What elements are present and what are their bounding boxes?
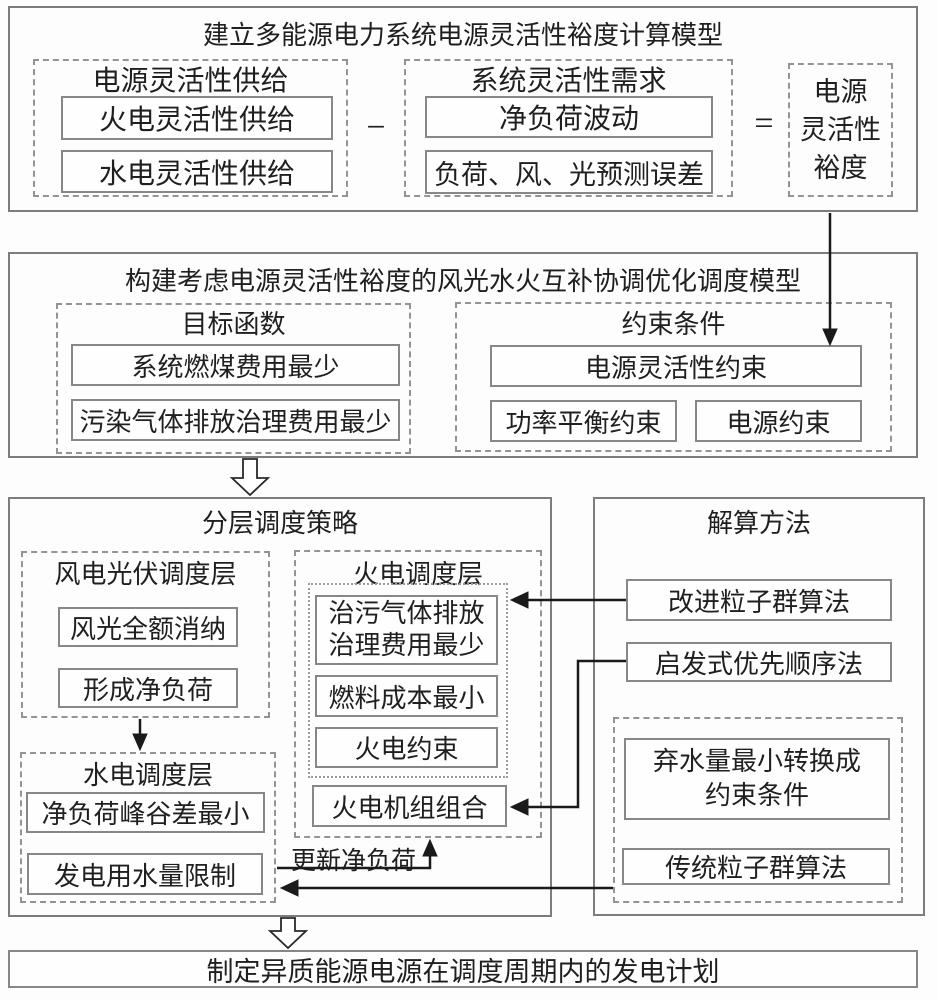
traditional-pso-box: 传统粒子群算法 — [622, 848, 890, 885]
flexibility-supply-group — [33, 59, 348, 197]
thermal-objectives-subgroup — [308, 583, 508, 778]
coal-cost-min-box: 系统燃煤费用最少 — [71, 344, 400, 386]
forecast-error-box: 负荷、风、光预测误差 — [425, 150, 713, 194]
wind-pv-layer-group — [21, 551, 270, 718]
improved-pso-box: 改进粒子群算法 — [626, 579, 892, 621]
hollow-arrow-model-to-strategy — [229, 458, 271, 497]
hollow-arrow-strategy-to-plan — [267, 917, 309, 950]
wind-full-absorption-box: 风光全额消纳 — [58, 607, 238, 647]
section-margin-model-box — [8, 6, 918, 212]
objective-group — [56, 303, 411, 454]
pollution-treatment-cost-box: 治污气体排放 治理费用最少 — [315, 595, 498, 665]
spillage-min-line1: 弃水量最小转换成 — [652, 747, 861, 776]
constraint-group — [455, 302, 892, 452]
pollution-treatment-cost-line1: 治污气体排放 — [328, 599, 485, 628]
pollution-treatment-cost-line2: 治理费用最少 — [328, 631, 485, 660]
spillage-min-constraint-box: 弃水量最小转换成 约束条件 — [624, 738, 890, 820]
flexibility-margin-box: 电源 灵活性 裕度 — [788, 63, 893, 197]
flexibility-margin-line1: 电源 — [813, 77, 868, 107]
hydro-flex-supply-box: 水电灵活性供给 — [61, 150, 333, 193]
minus-operator: − — [366, 109, 386, 146]
generation-plan-box: 制定异质能源电源在调度周期内的发电计划 — [8, 950, 918, 988]
fuel-cost-min-box: 燃料成本最小 — [315, 675, 498, 717]
net-load-fluctuation-box: 净负荷波动 — [425, 96, 713, 138]
thermal-constraint-box: 火电约束 — [315, 727, 498, 768]
hydro-layer-title: 水电调度层 — [82, 760, 213, 790]
section-strategy-title: 分层调度策略 — [201, 508, 358, 538]
update-net-load-label: 更新净负荷 — [291, 848, 417, 875]
hydro-solver-subgroup — [613, 717, 903, 903]
section-dispatch-model-title: 构建考虑电源灵活性裕度的风光水火互补协调优化调度模型 — [124, 266, 801, 296]
section-solver-title: 解算方法 — [706, 508, 811, 538]
source-constraint-box: 电源约束 — [695, 400, 862, 442]
flexibility-margin-line2: 灵活性 — [800, 115, 881, 145]
form-net-load-box: 形成净负荷 — [58, 668, 238, 708]
wind-pv-layer-title: 风电光伏调度层 — [54, 559, 237, 589]
heuristic-priority-box: 启发式优先顺序法 — [626, 642, 892, 682]
section-margin-model-title: 建立多能源电力系统电源灵活性裕度计算模型 — [202, 20, 723, 50]
equals-operator: = — [754, 105, 774, 142]
flexibility-supply-title: 电源灵活性供给 — [92, 66, 289, 97]
flexibility-demand-title: 系统灵活性需求 — [470, 66, 667, 97]
constraint-title: 约束条件 — [621, 309, 726, 339]
unit-commitment-box: 火电机组组合 — [312, 785, 507, 827]
water-limit-box: 发电用水量限制 — [27, 853, 263, 895]
thermal-flex-supply-box: 火电灵活性供给 — [61, 96, 333, 140]
power-balance-constraint-box: 功率平衡约束 — [490, 400, 677, 442]
flexibility-demand-group — [404, 59, 733, 197]
hydro-layer-group — [20, 752, 276, 903]
peak-valley-min-box: 净负荷峰谷差最小 — [26, 792, 265, 833]
emission-cost-min-box: 污染气体排放治理费用最少 — [71, 399, 400, 441]
spillage-min-line2: 约束条件 — [704, 781, 809, 810]
flexibility-margin-line3: 裕度 — [813, 153, 868, 183]
flexibility-constraint-box: 电源灵活性约束 — [490, 345, 862, 387]
objective-title: 目标函数 — [181, 309, 286, 339]
section-dispatch-model-box — [8, 252, 918, 458]
